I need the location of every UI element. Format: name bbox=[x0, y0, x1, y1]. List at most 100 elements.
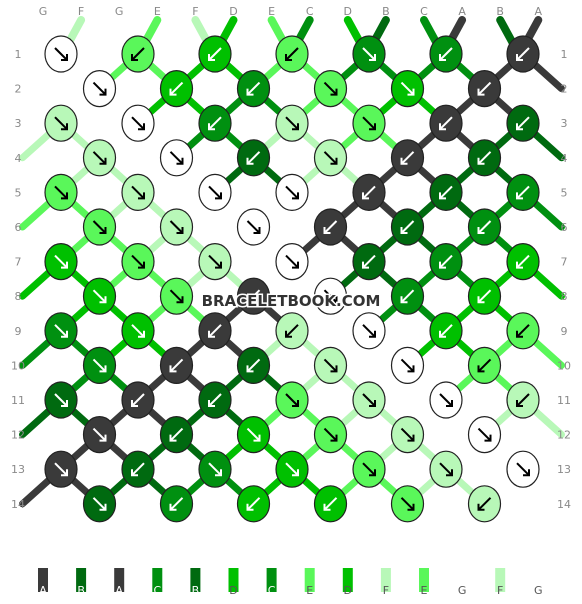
arrow-head-icon bbox=[439, 192, 446, 200]
arrow-down-left-icon bbox=[362, 254, 376, 269]
arrow-down-left-icon bbox=[208, 47, 222, 61]
arrow-down-left-icon bbox=[439, 185, 453, 200]
knot bbox=[198, 35, 232, 73]
arrow-down-left-icon bbox=[362, 185, 376, 200]
arrow-head-icon bbox=[330, 434, 338, 442]
arrow-down-right-icon bbox=[246, 427, 261, 442]
knot bbox=[121, 381, 155, 419]
knot bbox=[506, 35, 540, 73]
strand-bottom-label: G bbox=[458, 584, 467, 597]
arrow-head-icon bbox=[176, 157, 184, 165]
knot bbox=[352, 381, 386, 419]
arrow-head-icon bbox=[99, 434, 107, 442]
arrow-down-left-icon bbox=[169, 427, 184, 442]
knot bbox=[159, 416, 194, 454]
arrow-down-left-icon bbox=[477, 497, 492, 511]
knot bbox=[467, 277, 502, 315]
arrow-down-right-icon bbox=[439, 393, 453, 407]
knot bbox=[429, 312, 463, 350]
knot bbox=[352, 173, 386, 211]
knot bbox=[313, 346, 348, 384]
arrow-down-left-icon bbox=[439, 47, 453, 61]
arrow-head-icon bbox=[407, 365, 415, 373]
arrow-down-left-icon bbox=[400, 289, 415, 303]
knot bbox=[44, 173, 78, 211]
row-number-left: 9 bbox=[15, 325, 22, 338]
strand-top-stub bbox=[141, 16, 162, 46]
arrow-down-right-icon bbox=[92, 358, 107, 373]
arrow-head-icon bbox=[477, 157, 485, 165]
arrow-down-right-icon bbox=[516, 462, 530, 476]
arrow-head-icon bbox=[138, 192, 145, 200]
knot bbox=[390, 346, 425, 384]
arrow-down-left-icon bbox=[477, 81, 492, 96]
row-number-left: 10 bbox=[11, 359, 25, 372]
arrow-down-right-icon bbox=[323, 427, 338, 442]
arrow-head-icon bbox=[407, 88, 415, 96]
row-number-left: 4 bbox=[15, 152, 22, 165]
strand-top-stub bbox=[191, 16, 212, 46]
arrow-down-right-icon bbox=[323, 289, 338, 303]
arrow-head-icon bbox=[369, 123, 376, 131]
knot bbox=[352, 104, 386, 142]
knot bbox=[313, 208, 348, 246]
arrow-down-left-icon bbox=[477, 220, 492, 234]
arrow-head-icon bbox=[369, 400, 376, 407]
arrow-head-icon bbox=[208, 330, 215, 338]
arrow-down-right-icon bbox=[362, 393, 376, 407]
strand-top-label: A bbox=[458, 5, 466, 18]
arrow-head-icon bbox=[246, 365, 254, 373]
arrow-down-right-icon bbox=[246, 220, 261, 234]
knot bbox=[467, 69, 502, 108]
knot bbox=[121, 173, 155, 211]
arrow-down-right-icon bbox=[400, 81, 415, 96]
arrow-down-right-icon bbox=[285, 254, 299, 269]
knot bbox=[121, 104, 155, 142]
arrow-head-icon bbox=[323, 227, 331, 234]
strand-top-label: E bbox=[154, 5, 161, 18]
arrow-down-right-icon bbox=[208, 254, 222, 269]
knot bbox=[467, 139, 502, 177]
row-number-right: 13 bbox=[557, 463, 571, 476]
arrow-head-icon bbox=[285, 54, 292, 61]
row-number-left: 6 bbox=[15, 221, 22, 234]
strand-top-label: A bbox=[535, 5, 543, 18]
arrow-head-icon bbox=[439, 54, 446, 61]
arrow-head-icon bbox=[407, 503, 415, 511]
row-number-right: 8 bbox=[561, 290, 568, 303]
arrow-head-icon bbox=[246, 503, 254, 511]
arrow-down-right-icon bbox=[477, 427, 492, 442]
knot bbox=[82, 139, 117, 177]
knot bbox=[44, 450, 78, 488]
knot bbox=[352, 450, 386, 488]
arrow-down-right-icon bbox=[208, 185, 222, 200]
arrow-down-right-icon bbox=[323, 151, 338, 165]
arrow-down-right-icon bbox=[131, 254, 145, 269]
strand-bottom-label: D bbox=[229, 584, 237, 597]
row-number-right: 3 bbox=[561, 117, 568, 130]
knot bbox=[313, 139, 348, 177]
row-number-left: 14 bbox=[11, 498, 25, 511]
arrow-head-icon bbox=[246, 296, 254, 304]
arrow-head-icon bbox=[208, 123, 215, 131]
arrow-head-icon bbox=[131, 400, 138, 407]
strand-top-label: E bbox=[268, 5, 275, 18]
arrow-head-icon bbox=[439, 261, 446, 269]
knot bbox=[429, 35, 463, 73]
arrow-down-right-icon bbox=[285, 462, 299, 476]
arrow-head-icon bbox=[407, 434, 415, 442]
arrow-head-icon bbox=[99, 157, 107, 165]
arrow-down-right-icon bbox=[323, 81, 338, 96]
knot bbox=[275, 312, 309, 350]
row-number-left: 3 bbox=[15, 117, 22, 130]
arrow-down-right-icon bbox=[92, 497, 107, 511]
strand-bottom-label: D bbox=[344, 584, 352, 597]
arrow-head-icon bbox=[369, 54, 376, 61]
knot bbox=[236, 277, 271, 315]
row-number-right: 1 bbox=[561, 48, 568, 61]
arrow-down-left-icon bbox=[246, 151, 261, 165]
arrow-head-icon bbox=[477, 88, 485, 96]
strand-top-label: C bbox=[306, 5, 314, 18]
